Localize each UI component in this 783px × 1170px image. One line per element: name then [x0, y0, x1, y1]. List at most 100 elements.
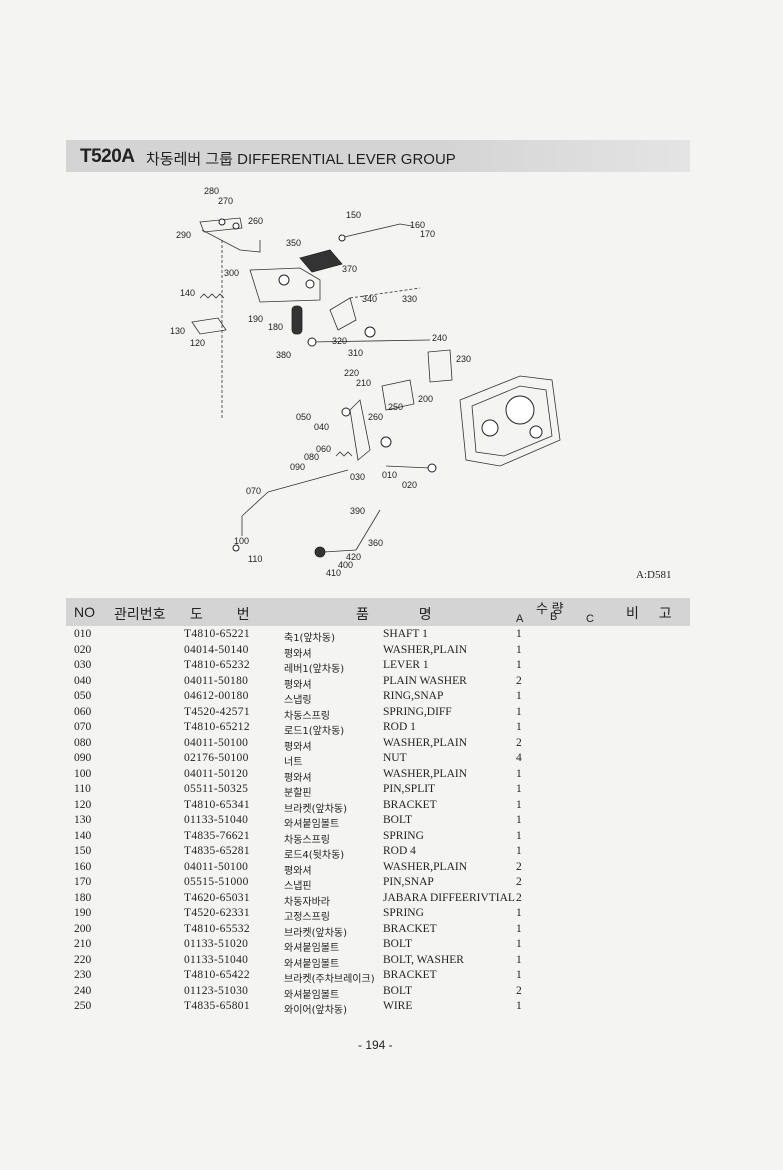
korean-name: 차동자바라 — [284, 896, 330, 908]
english-name: LEVER 1 — [383, 659, 429, 671]
callout-label: 370 — [342, 264, 357, 274]
washer-mark — [341, 407, 351, 417]
header-no: NO — [74, 604, 95, 620]
washer-mark — [427, 463, 437, 473]
korean-name: 로드4(뒷차동) — [284, 850, 345, 861]
english-name: WASHER,PLAIN — [383, 643, 468, 656]
group-code: T520A — [80, 146, 135, 167]
callout-label: 410 — [326, 568, 341, 578]
callout-label: 250 — [388, 402, 403, 412]
callout-label: 040 — [314, 422, 329, 432]
part-number: T4835-65801 — [184, 1000, 250, 1012]
quantity: 1 — [516, 829, 522, 842]
part-number: 04011-50180 — [184, 674, 249, 687]
quantity: 1 — [516, 767, 522, 780]
bolt-mark — [218, 218, 226, 226]
callout-label: 140 — [180, 288, 195, 298]
callout-label: 380 — [276, 350, 291, 360]
wire-shape — [355, 509, 381, 551]
callout-label: 170 — [420, 229, 435, 239]
header-qty-b: B — [550, 611, 558, 623]
callout-label: 050 — [296, 412, 311, 422]
bracket-230-shape — [427, 349, 453, 383]
rod-070-shape — [267, 469, 349, 493]
part-number: 04011-50100 — [184, 736, 249, 749]
callout-label: 260 — [368, 412, 383, 422]
collar-mark — [307, 337, 317, 347]
row-number: 200 — [74, 922, 92, 935]
washer-mark — [364, 326, 376, 338]
row-number: 180 — [74, 891, 92, 904]
quantity: 1 — [516, 1000, 522, 1012]
row-number: 220 — [74, 953, 92, 966]
quantity: 1 — [516, 938, 522, 950]
part-number: 05515-51000 — [184, 876, 249, 888]
english-name: SPRING — [383, 907, 424, 919]
korean-name: 와셔붙임볼트 — [284, 989, 340, 1001]
header-quantity: 수 량 — [536, 601, 564, 616]
english-name: BOLT — [383, 984, 412, 997]
callout-label: 160 — [410, 220, 425, 230]
lever-plate — [249, 267, 321, 303]
callout-label: 300 — [224, 268, 239, 278]
row-number: 190 — [74, 907, 92, 919]
quantity: 2 — [516, 736, 522, 749]
gearbox-housing-inner — [471, 385, 553, 457]
row-number: 150 — [74, 845, 92, 857]
korean-name: 고정스프링 — [284, 912, 330, 923]
row-number: 160 — [74, 860, 92, 873]
korean-name: 축1(앞차동) — [284, 633, 335, 644]
header-part-name: 품 명 — [356, 606, 432, 622]
callout-label: 220 — [344, 368, 359, 378]
korean-name: 스냅핀 — [284, 881, 312, 892]
part-number: 04011-50100 — [184, 860, 249, 873]
english-name: BRACKET — [383, 922, 437, 935]
rod-end — [338, 234, 346, 242]
row-number: 170 — [74, 876, 92, 888]
exploded-parts-diagram: 280 270 260 290 150 160 170 350 370 300 … — [170, 186, 561, 578]
part-number: 04612-00180 — [184, 690, 249, 702]
part-number: T4810-65422 — [184, 969, 250, 981]
korean-name: 와셔붙임볼트 — [284, 819, 340, 830]
part-number: T4810-65532 — [184, 922, 250, 935]
quantity: 1 — [516, 969, 522, 981]
quantity: 1 — [516, 705, 522, 718]
quantity: 1 — [516, 690, 522, 702]
callout-label: 090 — [290, 462, 305, 472]
callout-label: 340 — [362, 294, 377, 304]
callout-label: 270 — [218, 196, 233, 206]
english-name: WASHER,PLAIN — [383, 860, 468, 873]
english-name: ROD 1 — [383, 721, 416, 733]
rod-150-shape — [339, 223, 413, 239]
header-qty-c: C — [586, 613, 594, 625]
callout-label: 100 — [234, 536, 249, 546]
callout-label: 330 — [402, 294, 417, 304]
callout-label: 260 — [248, 216, 263, 226]
pedal-pad — [299, 249, 343, 273]
english-name: WIRE — [383, 1000, 413, 1012]
part-number: 04014-50140 — [184, 643, 249, 656]
boot-shape — [291, 305, 303, 335]
row-number: 040 — [74, 674, 92, 687]
row-number: 090 — [74, 752, 92, 764]
korean-name: 브라켓(주차브레이크) — [284, 974, 375, 985]
korean-name: 와셔붙임볼트 — [284, 958, 340, 970]
row-number: 240 — [74, 984, 92, 997]
english-name: SHAFT 1 — [383, 628, 428, 640]
quantity: 1 — [516, 628, 522, 640]
korean-name: 와이어(앞차동) — [284, 1005, 348, 1016]
quantity: 1 — [516, 643, 522, 656]
pivot-mark — [305, 279, 315, 289]
part-number: T4810-65221 — [184, 628, 250, 640]
